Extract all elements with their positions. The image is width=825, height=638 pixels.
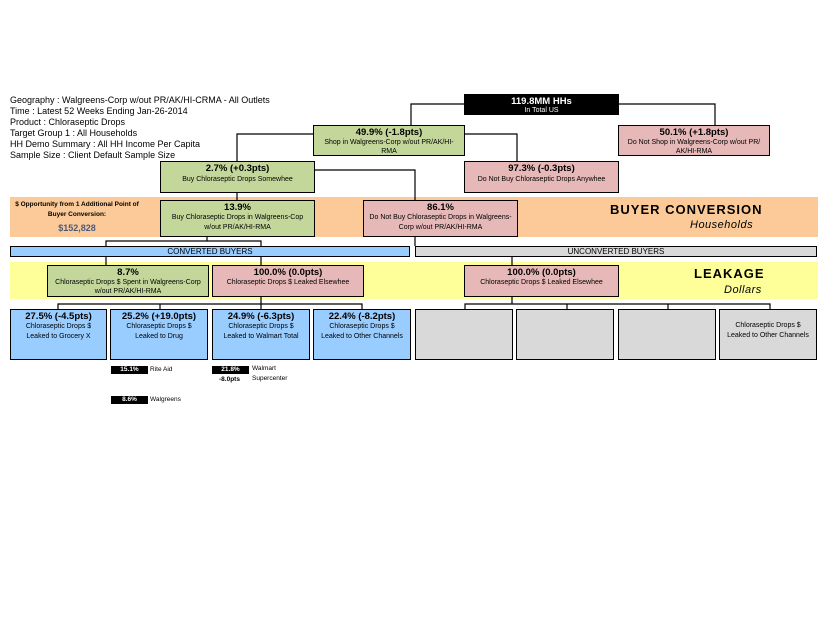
node-desc: Buy Chloraseptic Drops in Walgreens-Cop … <box>171 214 304 231</box>
report-filters: Geography : Walgreens-Corp w/out PR/AK/H… <box>10 95 270 161</box>
node-desc: Chloraseptic Drops $ Leaked to Other Cha… <box>321 323 403 340</box>
node-desc: Do Not Buy Chloraseptic Drops in Walgree… <box>369 214 512 231</box>
node-desc: Chloraseptic Drops $ Leaked Elsewhee <box>226 279 350 286</box>
buy-walgreens-node: 13.9% Buy Chloraseptic Drops in Walgreen… <box>160 200 315 237</box>
node-desc: Shop in Walgreens-Corp w/out PR/AK/HI-RM… <box>324 139 454 155</box>
node-value: 119.8MM HHs <box>511 96 572 107</box>
filter-time: Time : Latest 52 Weeks Ending Jan-26-201… <box>10 106 188 116</box>
no-shop-node: 50.1% (+1.8pts) Do Not Shop in Walgreens… <box>618 125 770 156</box>
node-value: 86.1% <box>427 202 454 213</box>
unconverted-leaked-node: 100.0% (0.0pts) Chloraseptic Drops $ Lea… <box>464 265 619 297</box>
unconverted-buyers-header: UNCONVERTED BUYERS <box>415 246 817 257</box>
node-desc: Do Not Buy Chloraseptic Drops Anywhee <box>477 176 606 183</box>
walgreens-label: Walgreens <box>150 396 181 403</box>
not-buy-walgreens-node: 86.1% Do Not Buy Chloraseptic Drops in W… <box>363 200 518 237</box>
total-us-node: 119.8MM HHs In Total US <box>464 94 619 115</box>
buyer-conversion-subtitle: Households <box>690 219 754 231</box>
walgreens-value: 8.6% <box>111 396 148 404</box>
channel-node-drug: 25.2% (+19.0pts) Chloraseptic Drops $ Le… <box>110 309 208 360</box>
node-desc: Do Not Shop in Walgreens-Corp w/out PR/ … <box>627 139 761 155</box>
rite-aid-value: 15.1% <box>111 366 148 374</box>
channel-node-grocery: 27.5% (-4.5pts) Chloraseptic Drops $ Lea… <box>10 309 107 360</box>
filter-sample-size: Sample Size : Client Default Sample Size <box>10 150 176 160</box>
rite-aid-label: Rite Aid <box>150 366 173 373</box>
node-desc: Chloraseptic Drops $ Leaked to Walmart T… <box>223 323 299 340</box>
node-desc: Chloraseptic Drops $ Leaked Elsewhee <box>480 279 603 286</box>
channel-node-walmart: 24.9% (-6.3pts) Chloraseptic Drops $ Lea… <box>212 309 310 360</box>
filter-target-group: Target Group 1 : All Households <box>10 128 138 138</box>
node-value: 97.3% (-0.3pts) <box>508 163 575 174</box>
spent-walgreens-node: 8.7% Chloraseptic Drops $ Spent in Walgr… <box>47 265 209 297</box>
buy-somewhere-node: 2.7% (+0.3pts) Buy Chloraseptic Drops So… <box>160 161 315 193</box>
not-buy-anywhere-node: 97.3% (-0.3pts) Do Not Buy Chloraseptic … <box>464 161 619 193</box>
filter-demo: HH Demo Summary : All HH Income Per Capi… <box>10 139 201 149</box>
node-desc: Chloraseptic Drops $ Leaked to Other Cha… <box>727 322 809 339</box>
unconverted-channel-node-other: Chloraseptic Drops $ Leaked to Other Cha… <box>719 309 817 360</box>
opportunity-value: $152,828 <box>58 223 96 233</box>
leakage-title: LEAKAGE <box>694 266 765 281</box>
node-value: 13.9% <box>224 202 251 213</box>
opportunity-label: $ Opportunity from 1 Additional Point of… <box>15 201 139 218</box>
leakage-subtitle: Dollars <box>724 284 762 296</box>
node-value: 2.7% (+0.3pts) <box>205 163 270 174</box>
shop-node: 49.9% (-1.8pts) Shop in Walgreens-Corp w… <box>313 125 465 156</box>
node-desc: In Total US <box>524 107 559 114</box>
node-value: 24.9% (-6.3pts) <box>227 311 295 322</box>
node-value: 8.7% <box>117 267 139 278</box>
walmart-supercenter-change: -8.0pts <box>219 376 240 383</box>
node-desc: Chloraseptic Drops $ Leaked to Grocery X <box>25 323 92 340</box>
channel-node-other: 22.4% (-8.2pts) Chloraseptic Drops $ Lea… <box>313 309 411 360</box>
filter-product: Product : Chloraseptic Drops <box>10 117 126 127</box>
node-value: 27.5% (-4.5pts) <box>25 311 92 322</box>
walmart-supercenter-value: 21.8% <box>212 366 249 374</box>
node-desc: Buy Chloraseptic Drops Somewhee <box>182 176 293 183</box>
unconverted-channel-node <box>415 309 513 360</box>
unconverted-channel-node <box>618 309 716 360</box>
unconverted-channel-node <box>516 309 614 360</box>
node-value: 100.0% (0.0pts) <box>253 267 323 278</box>
node-value: 25.2% (+19.0pts) <box>121 311 197 322</box>
node-value: 49.9% (-1.8pts) <box>355 127 423 138</box>
buyer-conversion-title: BUYER CONVERSION <box>610 202 763 217</box>
node-desc: Chloraseptic Drops $ Spent in Walgreens-… <box>55 279 201 295</box>
node-value: 50.1% (+1.8pts) <box>659 127 729 138</box>
node-value: 100.0% (0.0pts) <box>507 267 576 278</box>
walmart-supercenter-label: Walmart Supercenter <box>252 365 288 382</box>
node-value: 22.4% (-8.2pts) <box>328 311 396 322</box>
node-desc: Chloraseptic Drops $ Leaked to Drug <box>126 323 192 340</box>
filter-geography: Geography : Walgreens-Corp w/out PR/AK/H… <box>10 95 270 105</box>
converted-buyers-header: CONVERTED BUYERS <box>10 246 410 257</box>
leaked-elsewhere-node: 100.0% (0.0pts) Chloraseptic Drops $ Lea… <box>212 265 364 297</box>
